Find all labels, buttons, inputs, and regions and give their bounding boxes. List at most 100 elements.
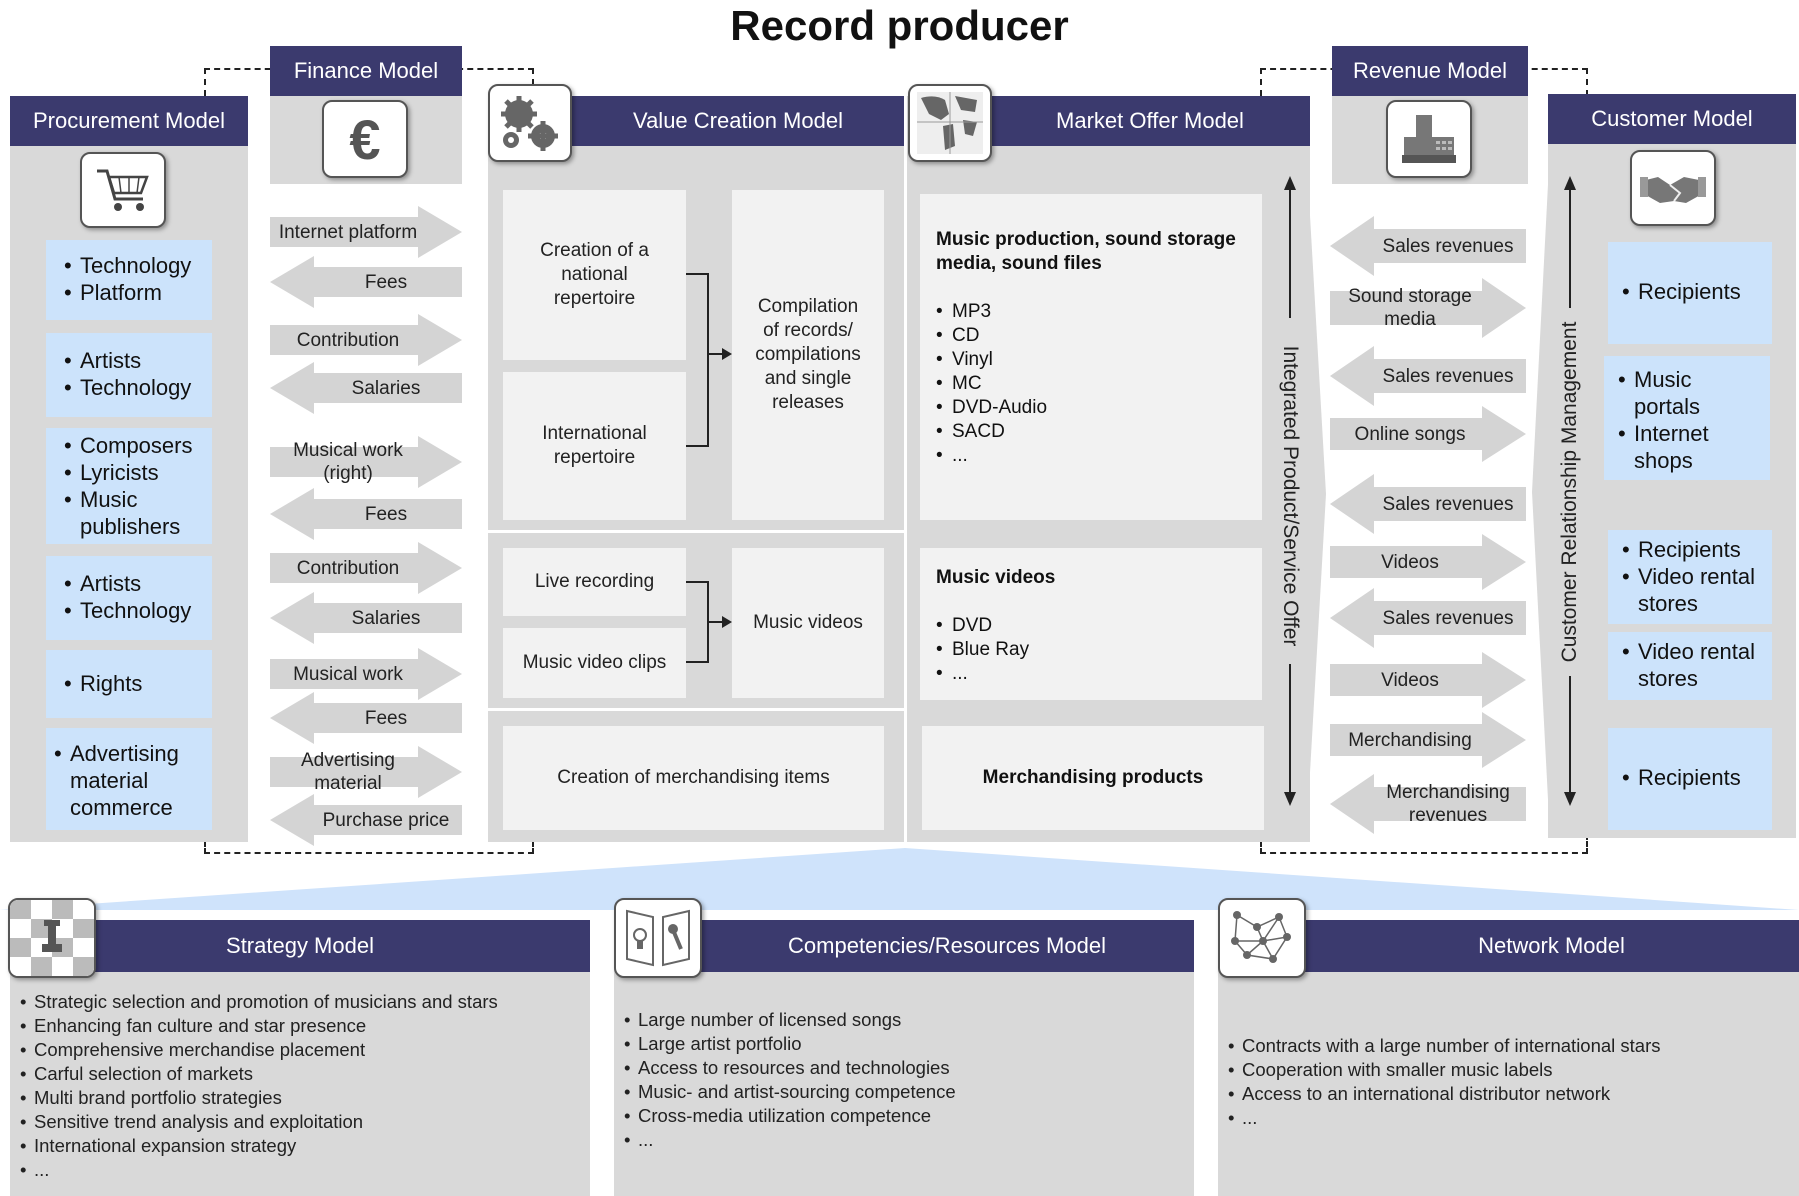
- crm-arrow: [1564, 176, 1576, 806]
- customer-group-3: RecipientsVideo rental stores: [1608, 530, 1772, 624]
- list-item: DVD: [936, 614, 1246, 638]
- list-item: Video rental stores: [1620, 638, 1764, 692]
- list-item: Lyricists: [62, 459, 202, 486]
- customer-group-4: Video rental stores: [1608, 632, 1772, 700]
- audio-offer-box: Music production, sound storage media, s…: [920, 194, 1262, 520]
- network-icon: [1218, 898, 1306, 978]
- flow-arrow-label: Fees: [364, 503, 408, 525]
- page-title: Record producer: [730, 2, 1069, 49]
- funnel-shape: [0, 848, 1799, 910]
- merchandising-creation-box: Creation of merchandising items: [503, 726, 884, 830]
- flow-arrow-left: Purchase price: [270, 794, 462, 846]
- flow-arrow-label: Musical work (right): [293, 440, 403, 484]
- flow-arrow-left: Sales revenues: [1330, 346, 1526, 406]
- national-repertoire-box: Creation of a national repertoire: [503, 190, 686, 360]
- list-item: MC: [936, 372, 1246, 396]
- list-item: Blue Ray: [936, 638, 1246, 662]
- finance-header: Finance Model: [270, 46, 462, 96]
- list-item: ...: [936, 662, 1246, 686]
- flow-arrow-left: Fees: [270, 488, 462, 540]
- tools-icon: [614, 898, 702, 978]
- flow-arrow-left: Sales revenues: [1330, 474, 1526, 534]
- list-item: Carful selection of markets: [18, 1062, 578, 1086]
- list-item: ...: [936, 444, 1246, 468]
- list-item: DVD-Audio: [936, 396, 1246, 420]
- euro-icon: €: [322, 100, 408, 178]
- flow-arrow-left: Sales revenues: [1330, 588, 1526, 648]
- flow-arrow-label: Sales revenues: [1382, 607, 1514, 629]
- flow-arrow-label: Contribution: [296, 557, 400, 579]
- flow-arrow-right: Internet platform: [270, 206, 462, 258]
- flow-arrow-left: Merchandising revenues: [1330, 774, 1526, 834]
- list-item: Multi brand portfolio strategies: [18, 1086, 578, 1110]
- list-item: Cooperation with smaller music labels: [1226, 1058, 1786, 1082]
- list-item: SACD: [936, 420, 1246, 444]
- list-item: Advertising material commerce: [52, 740, 204, 821]
- row-separator: [488, 708, 1310, 711]
- revenue-header: Revenue Model: [1332, 46, 1528, 96]
- live-recording-box: Live recording: [503, 548, 686, 616]
- customer-group-1: Recipients: [1608, 242, 1772, 344]
- market-offer-header: Market Offer Model: [990, 96, 1310, 146]
- flow-arrow-left: Fees: [270, 256, 462, 308]
- list-item: International expansion strategy: [18, 1134, 578, 1158]
- row-separator: [488, 530, 1310, 533]
- revenue-dashed-connector-bottom: [1260, 834, 1588, 854]
- list-item: Artists: [62, 347, 202, 374]
- finance-dashed-connector-bottom: [204, 834, 534, 854]
- flow-arrow-label: Salaries: [351, 377, 421, 399]
- flow-arrow-label: Sales revenues: [1382, 493, 1514, 515]
- list-item: Strategic selection and promotion of mus…: [18, 990, 578, 1014]
- list-item: Rights: [62, 670, 202, 697]
- competencies-list: Large number of licensed songs Large art…: [622, 1008, 1182, 1152]
- network-header: Network Model: [1304, 920, 1799, 972]
- flow-arrow-label: Videos: [1381, 669, 1439, 691]
- flow-arrow-label: Purchase price: [322, 809, 450, 831]
- list-item: Internet shops: [1616, 420, 1762, 474]
- flow-arrow-right: Videos: [1330, 652, 1526, 708]
- procurement-group-4: ArtistsTechnology: [46, 556, 212, 640]
- globe-icon: [908, 84, 992, 162]
- customer-group-2: Music portalsInternet shops: [1604, 356, 1770, 480]
- video-offer-box: Music videos DVD Blue Ray ...: [920, 548, 1262, 700]
- column-separator: [904, 146, 907, 842]
- music-videos-box: Music videos: [732, 548, 884, 698]
- list-item: Recipients: [1620, 764, 1764, 791]
- flow-arrow-right: Online songs: [1330, 406, 1526, 462]
- list-item: Video rental stores: [1620, 563, 1764, 617]
- flow-arrow-label: Merchandising: [1348, 729, 1472, 751]
- value-creation-header: Value Creation Model: [572, 96, 904, 146]
- compilation-box: Compilation of records/ compilations and…: [732, 190, 884, 520]
- flow-arrow-left: Sales revenues: [1330, 216, 1526, 276]
- flow-arrow-right: Merchandising: [1330, 712, 1526, 768]
- list-item: ...: [1226, 1106, 1786, 1130]
- list-item: Technology: [62, 374, 202, 401]
- strategy-header: Strategy Model: [10, 920, 590, 972]
- list-item: Large artist portfolio: [622, 1032, 1182, 1056]
- flow-arrow-label: Sound storage media: [1348, 286, 1472, 330]
- video-offer-heading: Music videos: [936, 567, 1056, 588]
- flow-arrow-right: Musical work (right): [270, 436, 462, 488]
- flow-arrow-right: Videos: [1330, 534, 1526, 590]
- flow-arrow-right: Contribution: [270, 542, 462, 594]
- flow-arrow-left: Salaries: [270, 362, 462, 414]
- procurement-group-5: Rights: [46, 650, 212, 718]
- list-item: Platform: [62, 279, 202, 306]
- list-item: Music publishers: [62, 486, 202, 540]
- music-video-clips-box: Music video clips: [503, 628, 686, 698]
- chess-icon: [8, 898, 96, 978]
- strategy-list: Strategic selection and promotion of mus…: [18, 990, 578, 1182]
- list-item: Access to an international distributor n…: [1226, 1082, 1786, 1106]
- customer-group-5: Recipients: [1608, 728, 1772, 830]
- procurement-group-3: ComposersLyricistsMusic publishers: [46, 428, 212, 544]
- list-item: Technology: [62, 252, 202, 279]
- handshake-icon: [1630, 150, 1716, 226]
- list-item: Recipients: [1620, 536, 1764, 563]
- flow-arrow-label: Advertising material: [301, 750, 395, 794]
- list-item: ...: [18, 1158, 578, 1182]
- network-list: Contracts with a large number of interna…: [1226, 1034, 1786, 1130]
- flow-arrow-label: Fees: [364, 271, 408, 293]
- flow-arrow-label: Sales revenues: [1382, 365, 1514, 387]
